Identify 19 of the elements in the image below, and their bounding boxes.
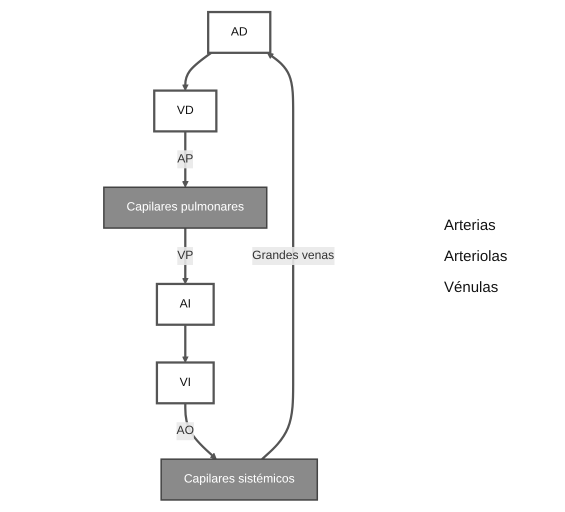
node-box: VD — [153, 89, 218, 133]
edge-label: Grandes venas — [252, 249, 334, 262]
arrow — [182, 324, 189, 363]
arrow — [182, 228, 189, 284]
arrow — [182, 52, 212, 91]
node-box: Capilares pulmonares — [103, 186, 268, 229]
vessel-label: Arterias — [444, 216, 497, 234]
node-box: AI — [156, 282, 215, 326]
node-box: VI — [156, 361, 215, 404]
vessel-label: Arteriolas — [444, 248, 508, 264]
arrow — [182, 131, 189, 188]
vessel-label: Vénulas — [444, 278, 500, 296]
node-box: AD — [207, 10, 272, 54]
edge-label: AP — [177, 152, 194, 166]
node-box: Capilares sistémicos — [160, 458, 318, 501]
arrow — [261, 52, 294, 460]
arrow — [184, 403, 217, 460]
edge-label: AO — [176, 424, 194, 438]
edge-label: VP — [177, 249, 194, 262]
